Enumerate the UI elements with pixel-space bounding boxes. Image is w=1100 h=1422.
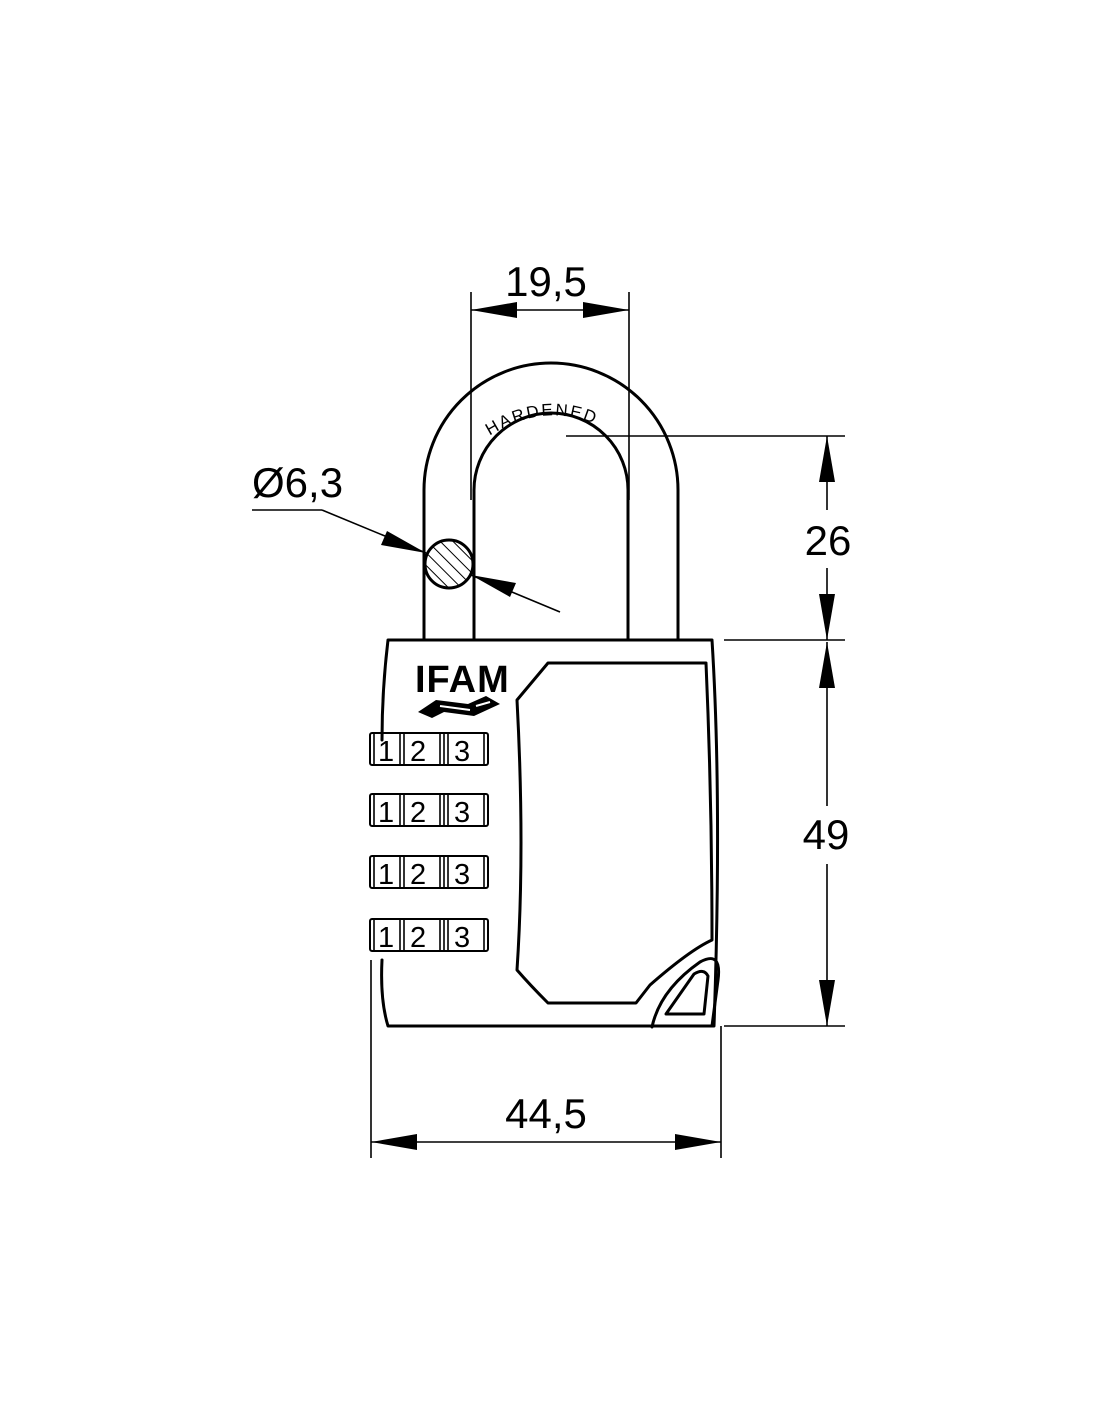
- combination-wheels: 1 2 3 1 2 3 1 2 3: [369, 732, 489, 954]
- combination-wheel-3[interactable]: 1 2 3: [369, 855, 489, 891]
- dimension-body-height: 49: [724, 642, 850, 1027]
- wheel-digit: 3: [454, 736, 470, 768]
- shackle-engraving-text: HARDENED: [482, 400, 601, 439]
- reset-button-housing: [650, 957, 721, 1029]
- shackle: HARDENED: [422, 361, 680, 642]
- dimension-shackle-clearance: 26: [566, 435, 852, 641]
- combination-wheel-2[interactable]: 1 2 3: [369, 793, 489, 829]
- dimension-label-26: 26: [805, 517, 852, 564]
- shackle-inner-contour: [472, 411, 630, 642]
- shackle-engraving: HARDENED: [482, 400, 599, 439]
- wheel-digit: 1: [378, 859, 394, 891]
- lock-front-recess: [515, 661, 714, 1005]
- wheel-digit: 1: [378, 797, 394, 829]
- dimension-label-19-5: 19,5: [505, 258, 587, 305]
- shackle-section-hatching: [425, 540, 473, 588]
- lock-body: IFAM: [380, 638, 721, 1029]
- combination-wheel-1[interactable]: 1 2 3: [369, 732, 489, 768]
- combination-wheel-4[interactable]: 1 2 3: [369, 918, 489, 954]
- wheel-digit: 2: [410, 797, 426, 829]
- shackle-outer-contour: [422, 361, 680, 642]
- dimension-label-diameter: Ø6,3: [252, 459, 343, 506]
- wheel-digit: 3: [454, 797, 470, 829]
- wheel-digit: 2: [410, 922, 426, 954]
- wheel-digit: 2: [410, 859, 426, 891]
- dimension-shackle-diameter: Ø6,3: [252, 459, 561, 613]
- brand-logo-mark: [418, 696, 500, 718]
- lock-body-contour: [380, 638, 720, 1028]
- wheel-digit: 1: [378, 736, 394, 768]
- dimension-body-width: 44,5: [370, 960, 722, 1158]
- dimension-shackle-inner-width: 19,5: [470, 258, 630, 500]
- brand-logo-text: IFAM: [415, 659, 510, 701]
- dimension-label-49: 49: [803, 811, 850, 858]
- wheel-digit: 2: [410, 736, 426, 768]
- wheel-digit: 3: [454, 859, 470, 891]
- dimension-label-44-5: 44,5: [505, 1090, 587, 1137]
- wheel-digit: 1: [378, 922, 394, 954]
- reset-button: [664, 969, 710, 1016]
- shackle-section-circle: [423, 538, 475, 590]
- wheel-digit: 3: [454, 922, 470, 954]
